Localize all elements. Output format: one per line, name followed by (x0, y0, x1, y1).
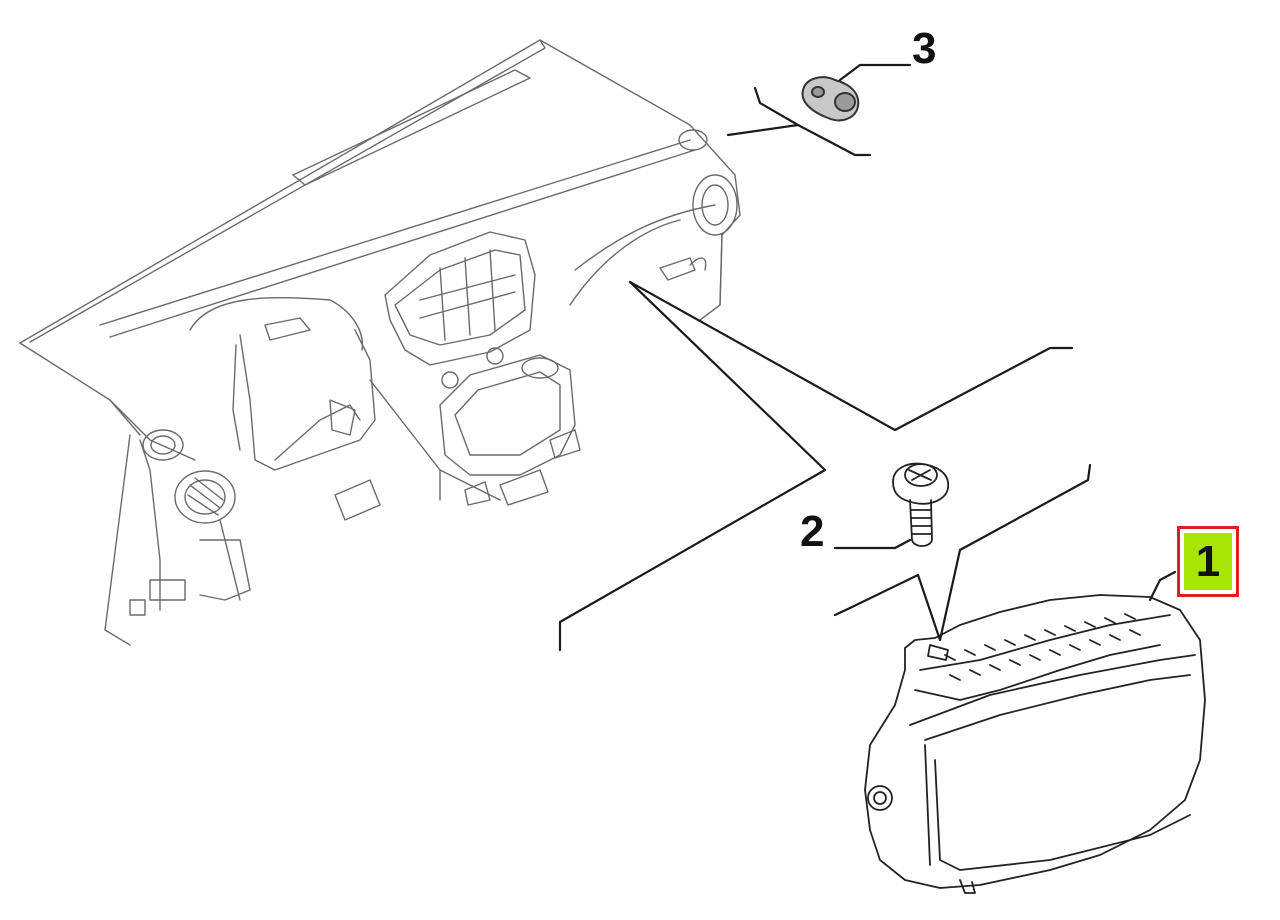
callout-label-3: 3 (912, 24, 937, 73)
screw-part-2 (892, 462, 950, 547)
callout-label-2: 2 (800, 507, 825, 556)
airbag-module-part-1 (864, 594, 1206, 894)
callout-label-1-fill: 1 (1184, 533, 1232, 590)
leader-lines (558, 63, 1177, 652)
clip-part-3 (801, 76, 860, 122)
callout-label-1: 1 (1195, 536, 1221, 586)
dashboard-assembly (19, 39, 741, 646)
callout-label-1-highlight[interactable]: 1 (1177, 526, 1239, 597)
